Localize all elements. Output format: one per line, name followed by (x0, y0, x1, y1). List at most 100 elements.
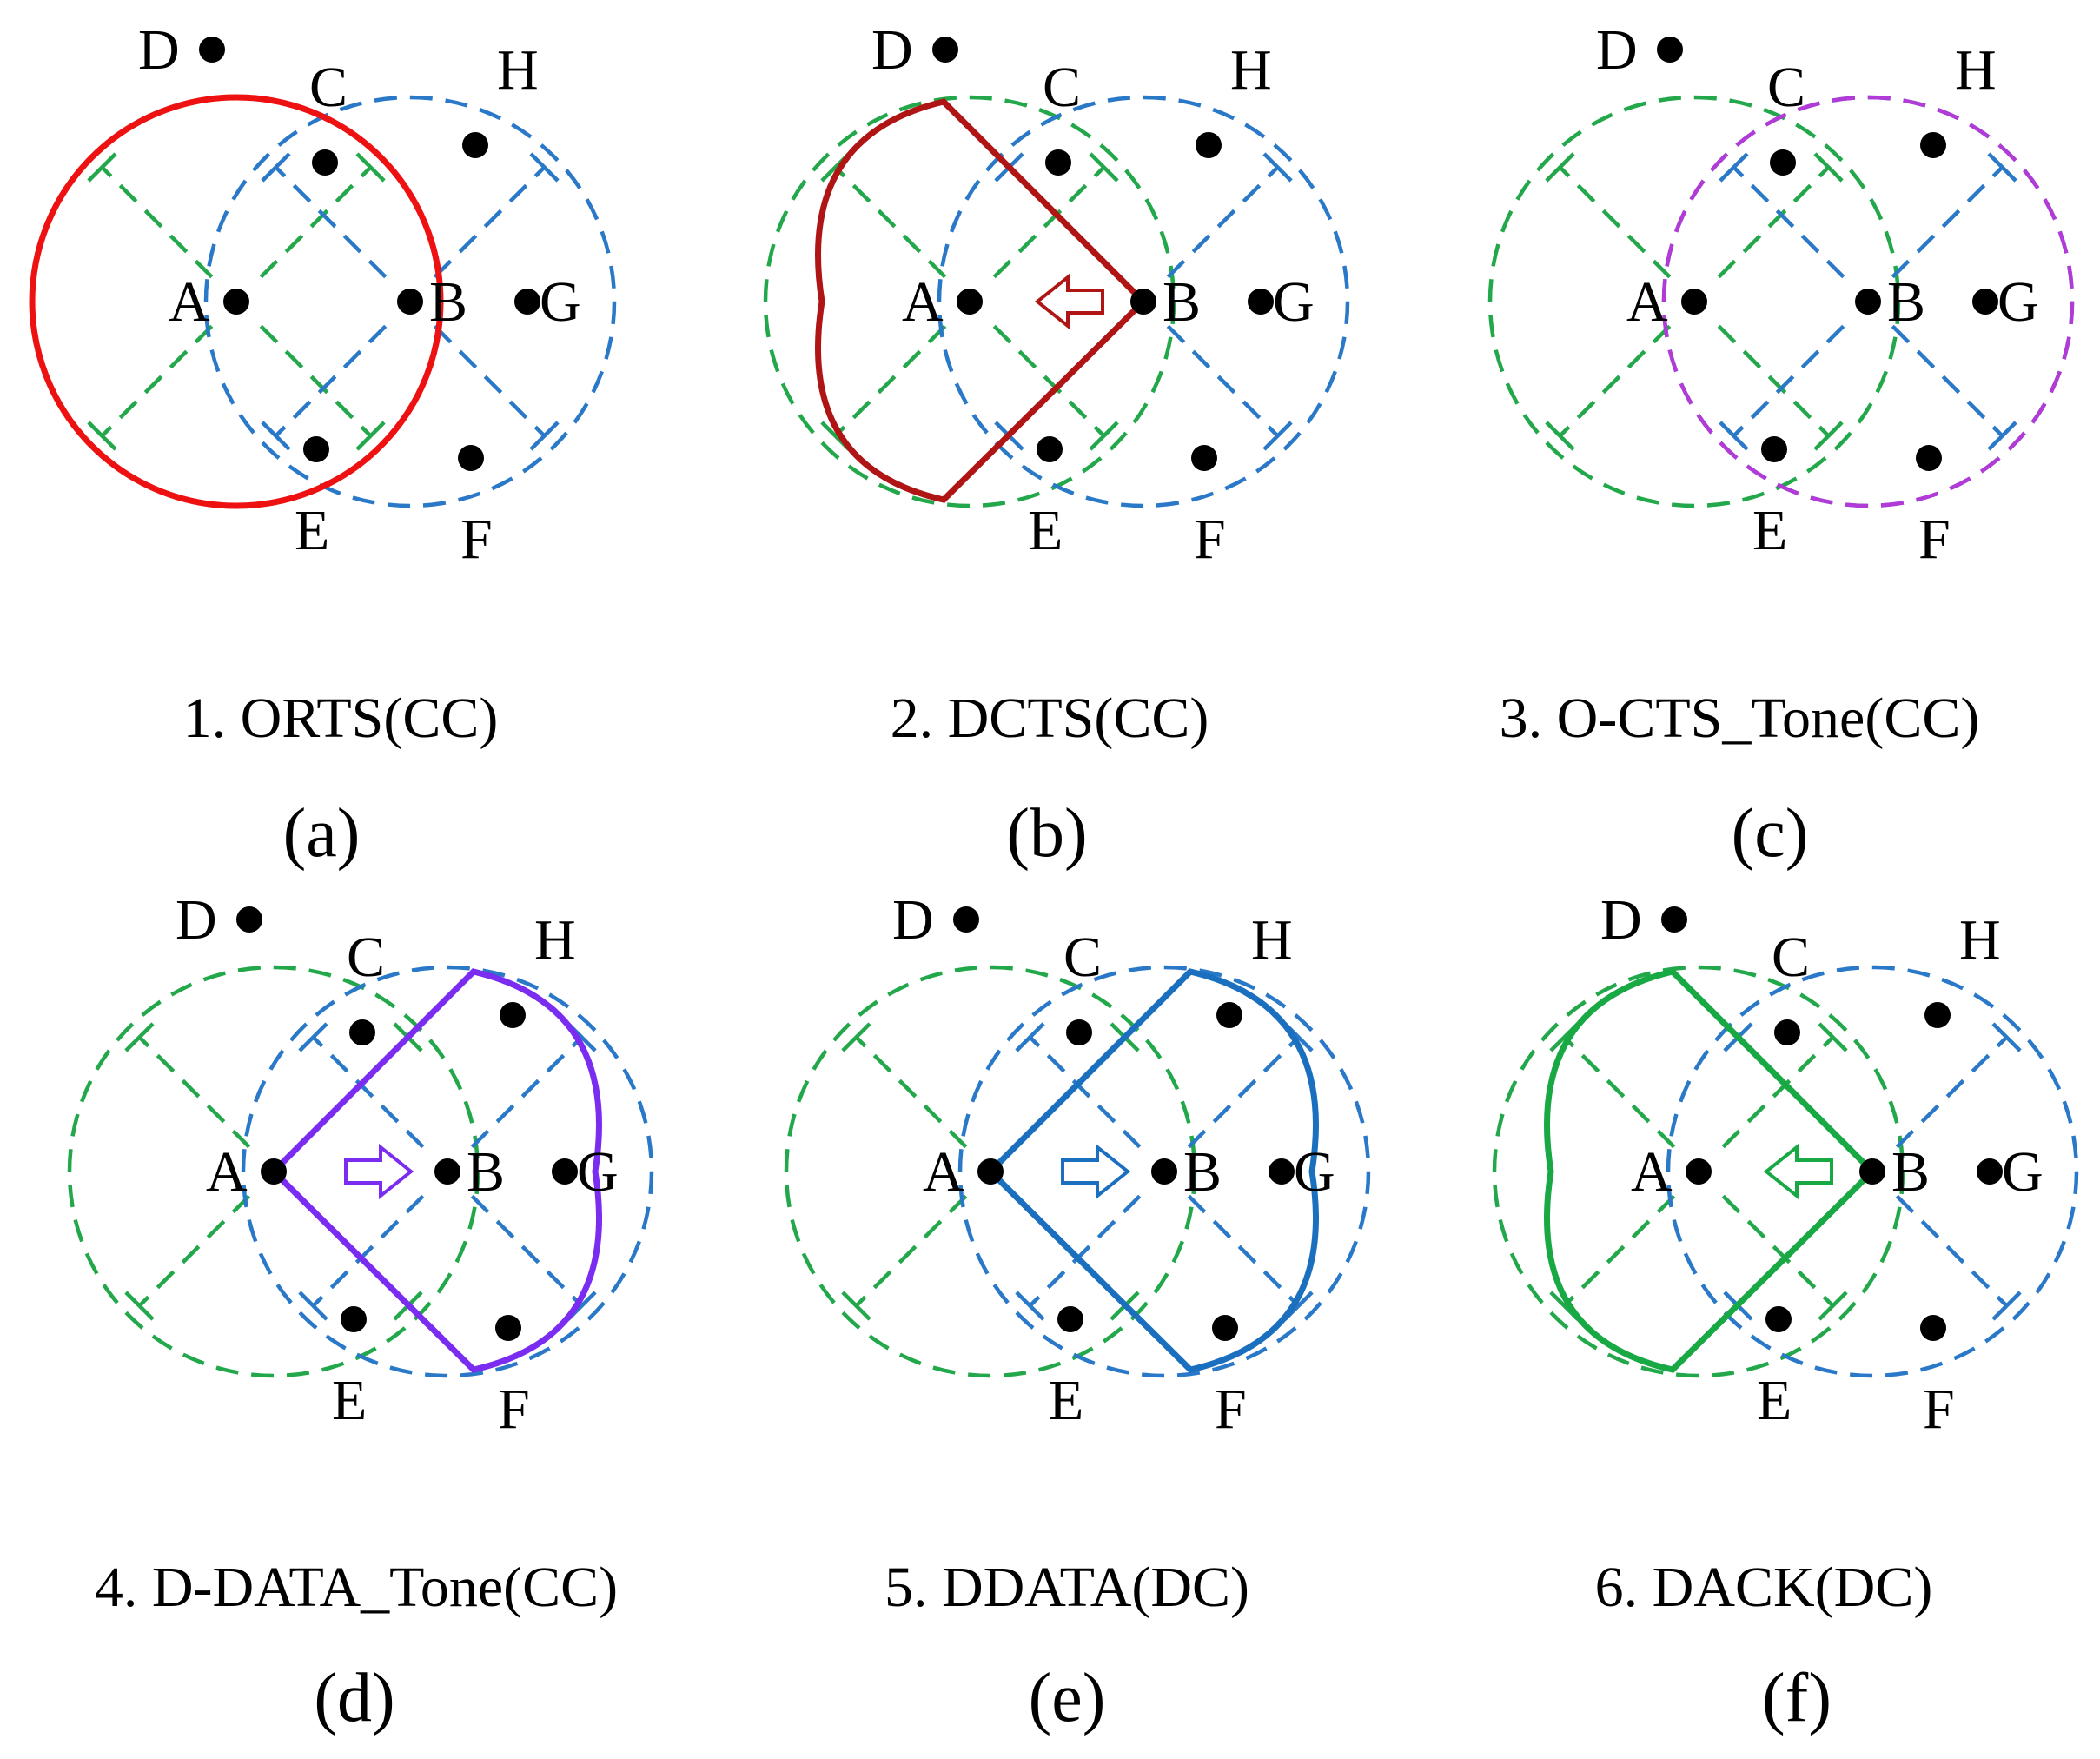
node-dot (1686, 1158, 1712, 1185)
node-dot (458, 445, 484, 471)
node-label: H (497, 38, 539, 102)
node-c: C (1772, 926, 1810, 1045)
node-b: B (1855, 270, 1925, 334)
node-dot (1855, 289, 1881, 315)
node-f: F (458, 445, 493, 571)
node-label: G (577, 1140, 619, 1204)
node-label: B (1163, 270, 1201, 334)
node-label: F (1194, 508, 1226, 571)
node-dot (397, 289, 423, 315)
node-b: B (1859, 1140, 1930, 1204)
node-g: G (1269, 1140, 1335, 1204)
node-h: H (462, 38, 539, 158)
panel-caption: 1. ORTS(CC) (183, 687, 499, 750)
node-dot (1657, 37, 1683, 63)
node-f: F (495, 1315, 530, 1441)
node-dot (434, 1158, 460, 1185)
node-dot (514, 289, 540, 315)
arrow-right-icon (1061, 1143, 1131, 1200)
node-dot (1269, 1158, 1295, 1185)
node-dot (341, 1306, 367, 1332)
panel-caption: 4. D-DATA_Tone(CC) (95, 1556, 618, 1619)
node-label: E (1049, 1369, 1083, 1432)
node-label: B (429, 270, 467, 334)
directional-beam (815, 98, 1148, 503)
node-label: D (1596, 18, 1638, 82)
node-label: F (1918, 508, 1951, 571)
node-dot (1977, 1158, 2003, 1185)
node-label: H (1955, 38, 1997, 102)
node-label: D (892, 888, 934, 952)
node-label: G (540, 270, 581, 334)
node-label: B (1891, 1140, 1930, 1204)
node-e: E (295, 436, 329, 562)
node-dot (1151, 1158, 1177, 1185)
node-dot (552, 1158, 578, 1185)
node-label: A (169, 270, 210, 334)
node-dot (1972, 289, 1998, 315)
panel-sublabel: (a) (283, 795, 361, 872)
arrow-right-icon (344, 1143, 414, 1200)
node-g: G (1248, 270, 1315, 334)
node-dot (312, 149, 338, 176)
node-dot (1681, 289, 1707, 315)
node-b: B (397, 270, 467, 334)
node-d: D (1600, 888, 1687, 952)
node-dot (223, 289, 249, 315)
node-dot (261, 1158, 287, 1185)
node-a: A (169, 270, 249, 334)
directional-beam (986, 968, 1319, 1373)
node-dot (1761, 436, 1787, 462)
node-f: F (1191, 445, 1226, 571)
panel-caption: 5. DDATA(DC) (884, 1556, 1249, 1619)
node-dot (462, 132, 488, 158)
node-g: G (552, 1140, 619, 1204)
panel-caption: 6. DACK(DC) (1595, 1556, 1933, 1619)
node-label: E (295, 499, 329, 562)
node-a: A (1631, 1140, 1712, 1204)
node-g: G (1977, 1140, 2044, 1204)
node-dot (1216, 1002, 1242, 1028)
node-dot (1248, 289, 1274, 315)
panel-sublabel: (e) (1029, 1660, 1106, 1736)
range-circle-a (1487, 95, 1901, 508)
node-label: D (871, 18, 913, 82)
node-a: A (1626, 270, 1707, 334)
node-c: C (347, 926, 385, 1045)
node-dot (1920, 132, 1946, 158)
node-c: C (309, 56, 348, 176)
node-c: C (1063, 926, 1102, 1045)
tone-circle (1661, 95, 2075, 508)
node-a: A (206, 1140, 287, 1204)
node-h: H (1196, 38, 1272, 158)
node-label: C (1767, 56, 1805, 119)
node-label: F (1923, 1377, 1955, 1441)
transmission-circle (29, 94, 444, 509)
arrow-left-icon (1034, 273, 1104, 330)
node-dot (1661, 906, 1687, 933)
node-label: G (1273, 270, 1315, 334)
node-dot (1924, 1002, 1951, 1028)
node-label: G (1294, 1140, 1335, 1204)
node-f: F (1920, 1315, 1955, 1441)
node-dot (932, 37, 958, 63)
node-label: E (1752, 499, 1787, 562)
node-dot (1057, 1306, 1083, 1332)
panel-sublabel: (d) (314, 1660, 394, 1736)
node-f: F (1212, 1315, 1247, 1441)
panel-sublabel: (c) (1732, 795, 1809, 872)
node-a: A (923, 1140, 1004, 1204)
node-d: D (176, 888, 262, 952)
node-dot (1037, 436, 1063, 462)
node-label: C (1772, 926, 1810, 989)
node-label: E (1028, 499, 1063, 562)
node-dot (1916, 445, 1942, 471)
node-b: B (1151, 1140, 1222, 1204)
node-label: G (1997, 270, 2039, 334)
node-label: H (1959, 908, 2001, 972)
node-label: C (1043, 56, 1081, 119)
